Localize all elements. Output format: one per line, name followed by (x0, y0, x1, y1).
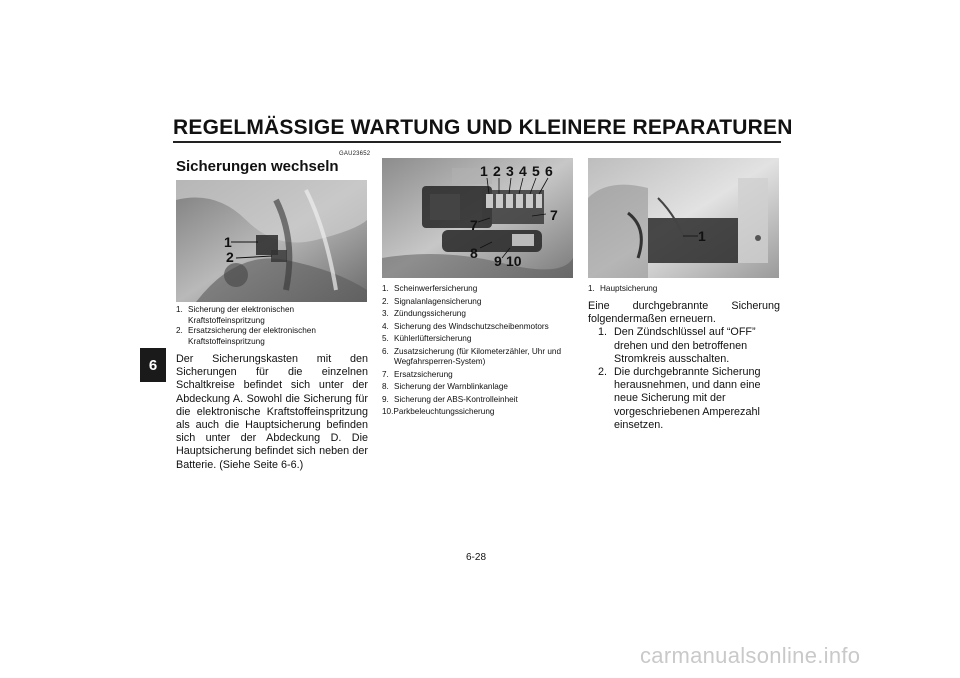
caption-item: 10.Parkbeleuchtungssicherung (382, 407, 495, 416)
callout-6: 6 (545, 163, 553, 179)
callout-4: 4 (519, 163, 527, 179)
caption-item: 1.Scheinwerfersicherung (382, 284, 478, 293)
callout-2: 2 (226, 249, 234, 265)
chapter-tab: 6 (140, 348, 166, 382)
caption-item: 5.Kühlerlüftersicherung (382, 334, 472, 343)
procedure-intro: Eine durchgebrannte Sicherung folgenderm… (588, 300, 780, 326)
callout-1: 1 (224, 234, 232, 250)
caption-item: 1.Hauptsicherung (588, 284, 658, 293)
procedure-section: Eine durchgebrannte Sicherung folgenderm… (588, 300, 780, 432)
caption-item: 3.Zündungssicherung (382, 309, 466, 318)
callout-7: 7 (550, 207, 558, 223)
watermark: carmanualsonline.info (640, 643, 861, 668)
callout-9: 9 (494, 253, 502, 269)
callout-8: 8 (470, 245, 478, 261)
callout-2: 2 (493, 163, 501, 179)
page-number: 6-28 (466, 552, 487, 563)
intro-paragraph: Der Sicherungskasten mit den Sicherungen… (176, 353, 368, 471)
callout-1: 1 (480, 163, 488, 179)
title-rule (173, 141, 781, 143)
callout-3: 3 (506, 163, 514, 179)
caption-item: 8.Sicherung der Warnblinkanlage (382, 382, 508, 391)
figure-main-fuse: 1 (588, 158, 779, 278)
caption-item: 4.Sicherung des Windschutzscheibenmotors (382, 321, 549, 331)
fuse-box-illustration: 1 2 3 4 5 6 7 7 8 9 10 (382, 158, 573, 278)
caption-item: 6.Zusatzsicherung (für Kilometerzähler, … (382, 346, 562, 367)
callout-5: 5 (532, 163, 540, 179)
caption-item: 7.Ersatzsicherung (382, 369, 453, 379)
caption-item: 1.Sicherung der elektronischen Kraftstof… (176, 305, 295, 325)
procedure-step: 2.Die durchgebrannte Sicherung herausneh… (598, 366, 761, 431)
figure-fuel-injection-fuse: 1 2 (176, 180, 367, 302)
battery-area-illustration: 1 (588, 158, 779, 278)
caption-item: 9.Sicherung der ABS-Kontrolleinheit (382, 394, 518, 404)
callout-7: 7 (470, 217, 478, 233)
callout-10: 10 (506, 253, 522, 269)
callout-1: 1 (698, 228, 706, 244)
section-code: GAU23652 (339, 151, 371, 157)
procedure-step: 1.Den Zündschlüssel auf “OFF” drehen und… (598, 326, 756, 365)
caption-item: 2.Ersatzsicherung der elektronischen Kra… (176, 326, 316, 346)
figure-fuse-box: 1 2 3 4 5 6 7 7 8 9 10 (382, 158, 573, 278)
engine-photo-illustration: 1 2 (176, 180, 367, 302)
figure1-captions: 1.Sicherung der elektronischen Kraftstof… (176, 305, 368, 347)
figure2-captions: 1.Scheinwerfersicherung 2.Signalanlagens… (382, 284, 576, 418)
page-title: REGELMÄSSIGE WARTUNG UND KLEINERE REPARA… (173, 116, 793, 139)
caption-item: 2.Signalanlagensicherung (382, 296, 482, 306)
section-title: Sicherungen wechseln (176, 158, 339, 175)
figure3-captions: 1.Hauptsicherung (588, 284, 780, 295)
